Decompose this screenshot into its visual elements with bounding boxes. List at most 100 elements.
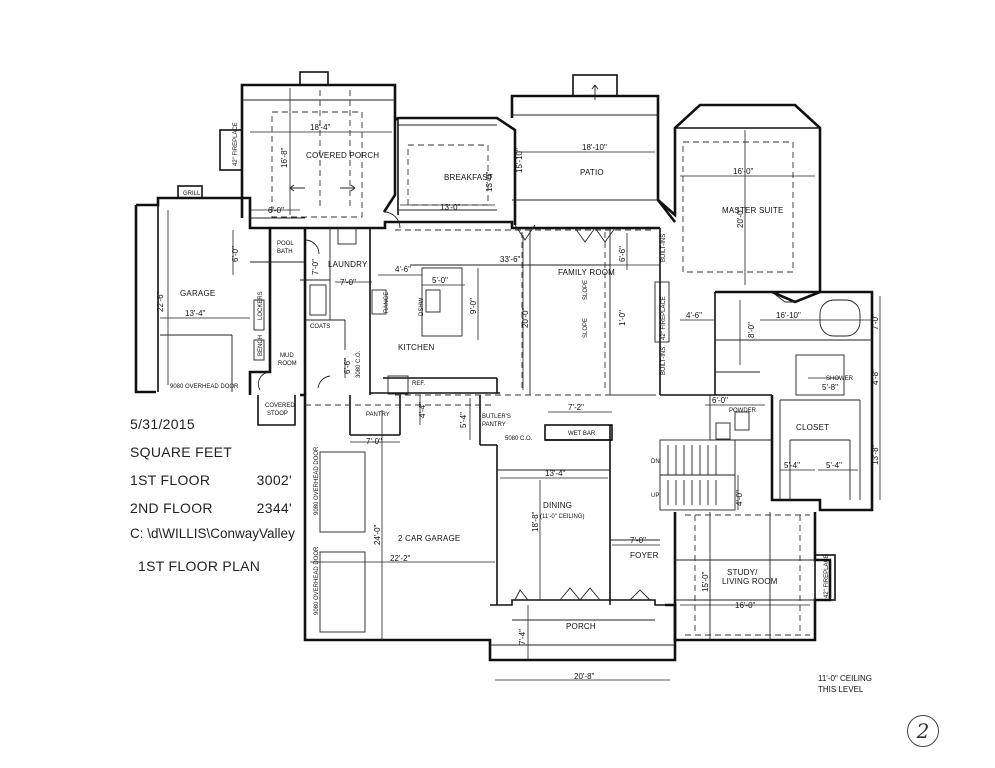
- dim-label: 6'-0": [712, 396, 728, 405]
- dim-label: 9'-0": [469, 298, 478, 314]
- plan-notes: 5/31/2015 SQUARE FEET 1ST FLOOR 3002' 2N…: [130, 410, 310, 580]
- plan-date: 5/31/2015: [130, 416, 195, 432]
- dim-label: 4'-0": [735, 490, 744, 506]
- dim-label: 18'-4": [310, 123, 331, 132]
- dim-label: 16'-0": [733, 167, 754, 176]
- dim-label: 18'-10": [582, 143, 607, 152]
- dim-label: 4'-6": [686, 311, 702, 320]
- label-closet-co: 3080 C.O.: [356, 350, 362, 378]
- room-label-butlers-pantry: BUTLER'S: [482, 414, 511, 420]
- dim-label: 7'-0": [366, 437, 382, 446]
- dim-label: 8'-0": [747, 322, 756, 338]
- dim-label: 16'-0": [735, 601, 756, 610]
- dim-label: 7'-4": [518, 629, 527, 645]
- dim-label: 22'-6": [156, 291, 165, 312]
- arrow-icons: [289, 84, 599, 192]
- room-label-foyer: FOYER: [630, 551, 659, 560]
- dim-label: 15'-10": [515, 148, 524, 173]
- dim-label: 22'-2": [390, 554, 411, 563]
- dim-label: 18'-8": [531, 511, 540, 532]
- dim-label: 6'-6": [618, 246, 627, 262]
- room-label-study: STUDY/: [727, 568, 758, 577]
- room-label-pool-bath: POOL: [277, 241, 294, 247]
- room-label-laundry: LAUNDRY: [328, 260, 368, 269]
- dim-label: 24'-0": [373, 524, 382, 545]
- dim-label: 5'-8": [822, 383, 838, 392]
- label-stair-down: DN: [651, 459, 660, 465]
- dimension-lines: [160, 88, 881, 681]
- dim-label: 7'-0": [871, 314, 880, 330]
- first-floor-row: 1ST FLOOR 3002': [130, 466, 292, 494]
- door-swings: [257, 211, 795, 601]
- label-fireplace-2: 42" FIREPLACE: [661, 296, 667, 340]
- dim-label: 16'-8": [280, 147, 289, 168]
- label-overhead-door-2: 9080 OVERHEAD DOOR: [314, 446, 320, 515]
- room-label-breakfast: BREAKFAST: [444, 173, 493, 182]
- ceiling-note: 11'-0" CEILING THIS LEVEL: [818, 673, 872, 695]
- dimension-labels: 18'-4" 16'-8" 6'-0" 6'-0" 22'-6" 13'-4" …: [156, 123, 880, 681]
- label-built-ins-1: BUILT-INS: [661, 234, 667, 262]
- label-slope-1: SLOPE: [583, 280, 589, 300]
- dim-label: 6'-0": [268, 206, 284, 215]
- dim-label: 4'-4": [418, 402, 427, 418]
- dim-label: 33'-6": [500, 255, 521, 264]
- label-built-ins-2: BUILT-INS: [661, 347, 667, 375]
- room-label-mud-room-2: ROOM: [278, 361, 297, 367]
- dim-label: 13'-0": [485, 171, 494, 192]
- exterior-walls: [134, 71, 874, 662]
- room-label-closet: CLOSET: [796, 423, 829, 432]
- dim-label: 13'-4": [185, 309, 206, 318]
- dim-label: 5'-4": [784, 461, 800, 470]
- plan-title: 1ST FLOOR PLAN: [138, 558, 261, 574]
- ceiling-lines: [271, 90, 810, 636]
- dim-label: 13'-8": [871, 444, 880, 465]
- room-label-butlers-pantry-2: PANTRY: [482, 422, 506, 428]
- room-label-covered-stoop-2: STOOP: [267, 411, 288, 417]
- room-label-wet-bar: WET BAR: [568, 431, 596, 437]
- dim-label: 5'-4": [826, 461, 842, 470]
- label-coats: COATS: [310, 324, 330, 330]
- room-label-master-suite: MASTER SUITE: [722, 206, 784, 215]
- label-refrigerator: REF.: [412, 381, 425, 387]
- room-label-two-car-garage: 2 CAR GARAGE: [398, 534, 460, 543]
- room-label-covered-stoop: COVERED: [265, 403, 295, 409]
- dim-label: 7'-2": [568, 403, 584, 412]
- dim-label: 20'-0": [736, 207, 745, 228]
- room-label-family-room: FAMILY ROOM: [558, 268, 615, 277]
- label-bench: BENCH: [258, 335, 264, 356]
- dim-label: 7'-0": [340, 278, 356, 287]
- second-floor-label: 2ND FLOOR: [130, 500, 213, 516]
- room-labels: COVERED PORCH BREAKFAST PATIO MASTER SUI…: [170, 122, 854, 631]
- first-floor-label: 1ST FLOOR: [130, 472, 211, 488]
- label-fireplace-1: 42" FIREPLACE: [233, 122, 239, 166]
- dim-label: 4'-6": [395, 265, 411, 274]
- dim-label: 15'-0": [701, 571, 710, 592]
- dim-label: 6'-6": [343, 358, 352, 374]
- dim-label: 6'-0": [231, 246, 240, 262]
- ceiling-note-line1: 11'-0" CEILING: [818, 674, 873, 683]
- first-floor-value: 3002': [256, 472, 292, 488]
- label-overhead-door-3: 9080 OVERHEAD DOOR: [314, 546, 320, 615]
- dim-label: 1'-0": [618, 310, 627, 326]
- room-label-garage: GARAGE: [180, 289, 215, 298]
- label-grill: GRILL: [183, 191, 201, 197]
- room-label-mud-room: MUD: [280, 353, 294, 359]
- square-feet-label: SQUARE FEET: [130, 444, 233, 460]
- second-floor-value: 2344': [256, 500, 292, 516]
- interior-lines: [160, 99, 872, 646]
- dim-label: 20'-0": [521, 307, 530, 328]
- dim-label: 20'-8": [574, 672, 595, 681]
- label-fireplace-3: 42" FIREPLACE: [824, 554, 830, 598]
- room-label-powder: POWDER: [729, 408, 757, 414]
- label-dishwasher: DSHW: [419, 297, 425, 316]
- dim-label: 13'-0": [440, 203, 461, 212]
- dim-label: 16'-10": [776, 311, 801, 320]
- ceiling-note-line2: THIS LEVEL: [818, 685, 864, 694]
- second-floor-row: 2ND FLOOR 2344': [130, 494, 292, 522]
- room-label-covered-porch: COVERED PORCH: [306, 151, 379, 160]
- page-number: 2: [907, 715, 939, 747]
- room-label-shower: SHOWER: [826, 376, 854, 382]
- room-label-dining-ceiling: (11'-0" CEILING): [540, 514, 585, 520]
- label-closet-co-2: 5080 C.O.: [505, 436, 533, 442]
